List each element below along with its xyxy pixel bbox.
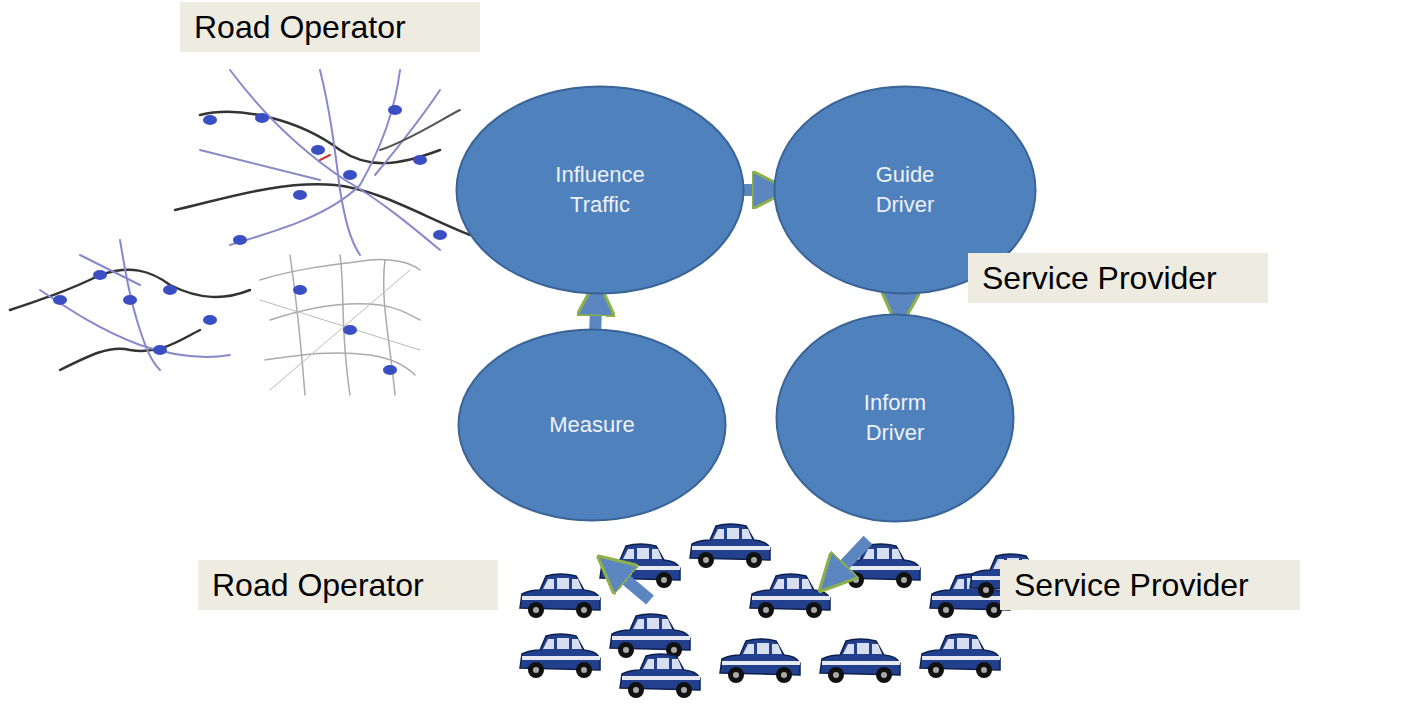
role-label: Service Provider: [982, 259, 1254, 297]
role-tag: Service Provider: [968, 253, 1268, 303]
process-circle: Inform Driver: [775, 313, 1015, 523]
circle-outline: [455, 85, 745, 295]
circle-fill: [457, 87, 744, 294]
road-map: [10, 70, 470, 395]
map-dots: [53, 105, 447, 375]
role-tag: Road Operator: [198, 560, 498, 610]
process-circle: Measure: [457, 328, 727, 522]
car-illustration: [520, 524, 1050, 698]
process-circle: Influence Traffic: [455, 85, 745, 295]
flow-arrow: [612, 568, 650, 600]
flow-arrow: [595, 297, 596, 332]
step-label: Influence Traffic: [540, 160, 660, 219]
role-label: Road Operator: [194, 8, 466, 46]
flow-arrow: [741, 184, 771, 196]
flow-arrow: [832, 540, 868, 578]
step-label: Guide Driver: [845, 160, 965, 219]
role-tag: Service Provider: [1000, 560, 1300, 610]
step-label: Measure: [549, 410, 635, 440]
role-tag: Road Operator: [180, 2, 480, 52]
step-label: Inform Driver: [835, 388, 955, 447]
circle-fill: [459, 330, 726, 521]
role-label: Service Provider: [1014, 566, 1286, 604]
circle-fill: [777, 315, 1014, 522]
circle-outline: [775, 313, 1015, 523]
role-label: Road Operator: [212, 566, 484, 604]
